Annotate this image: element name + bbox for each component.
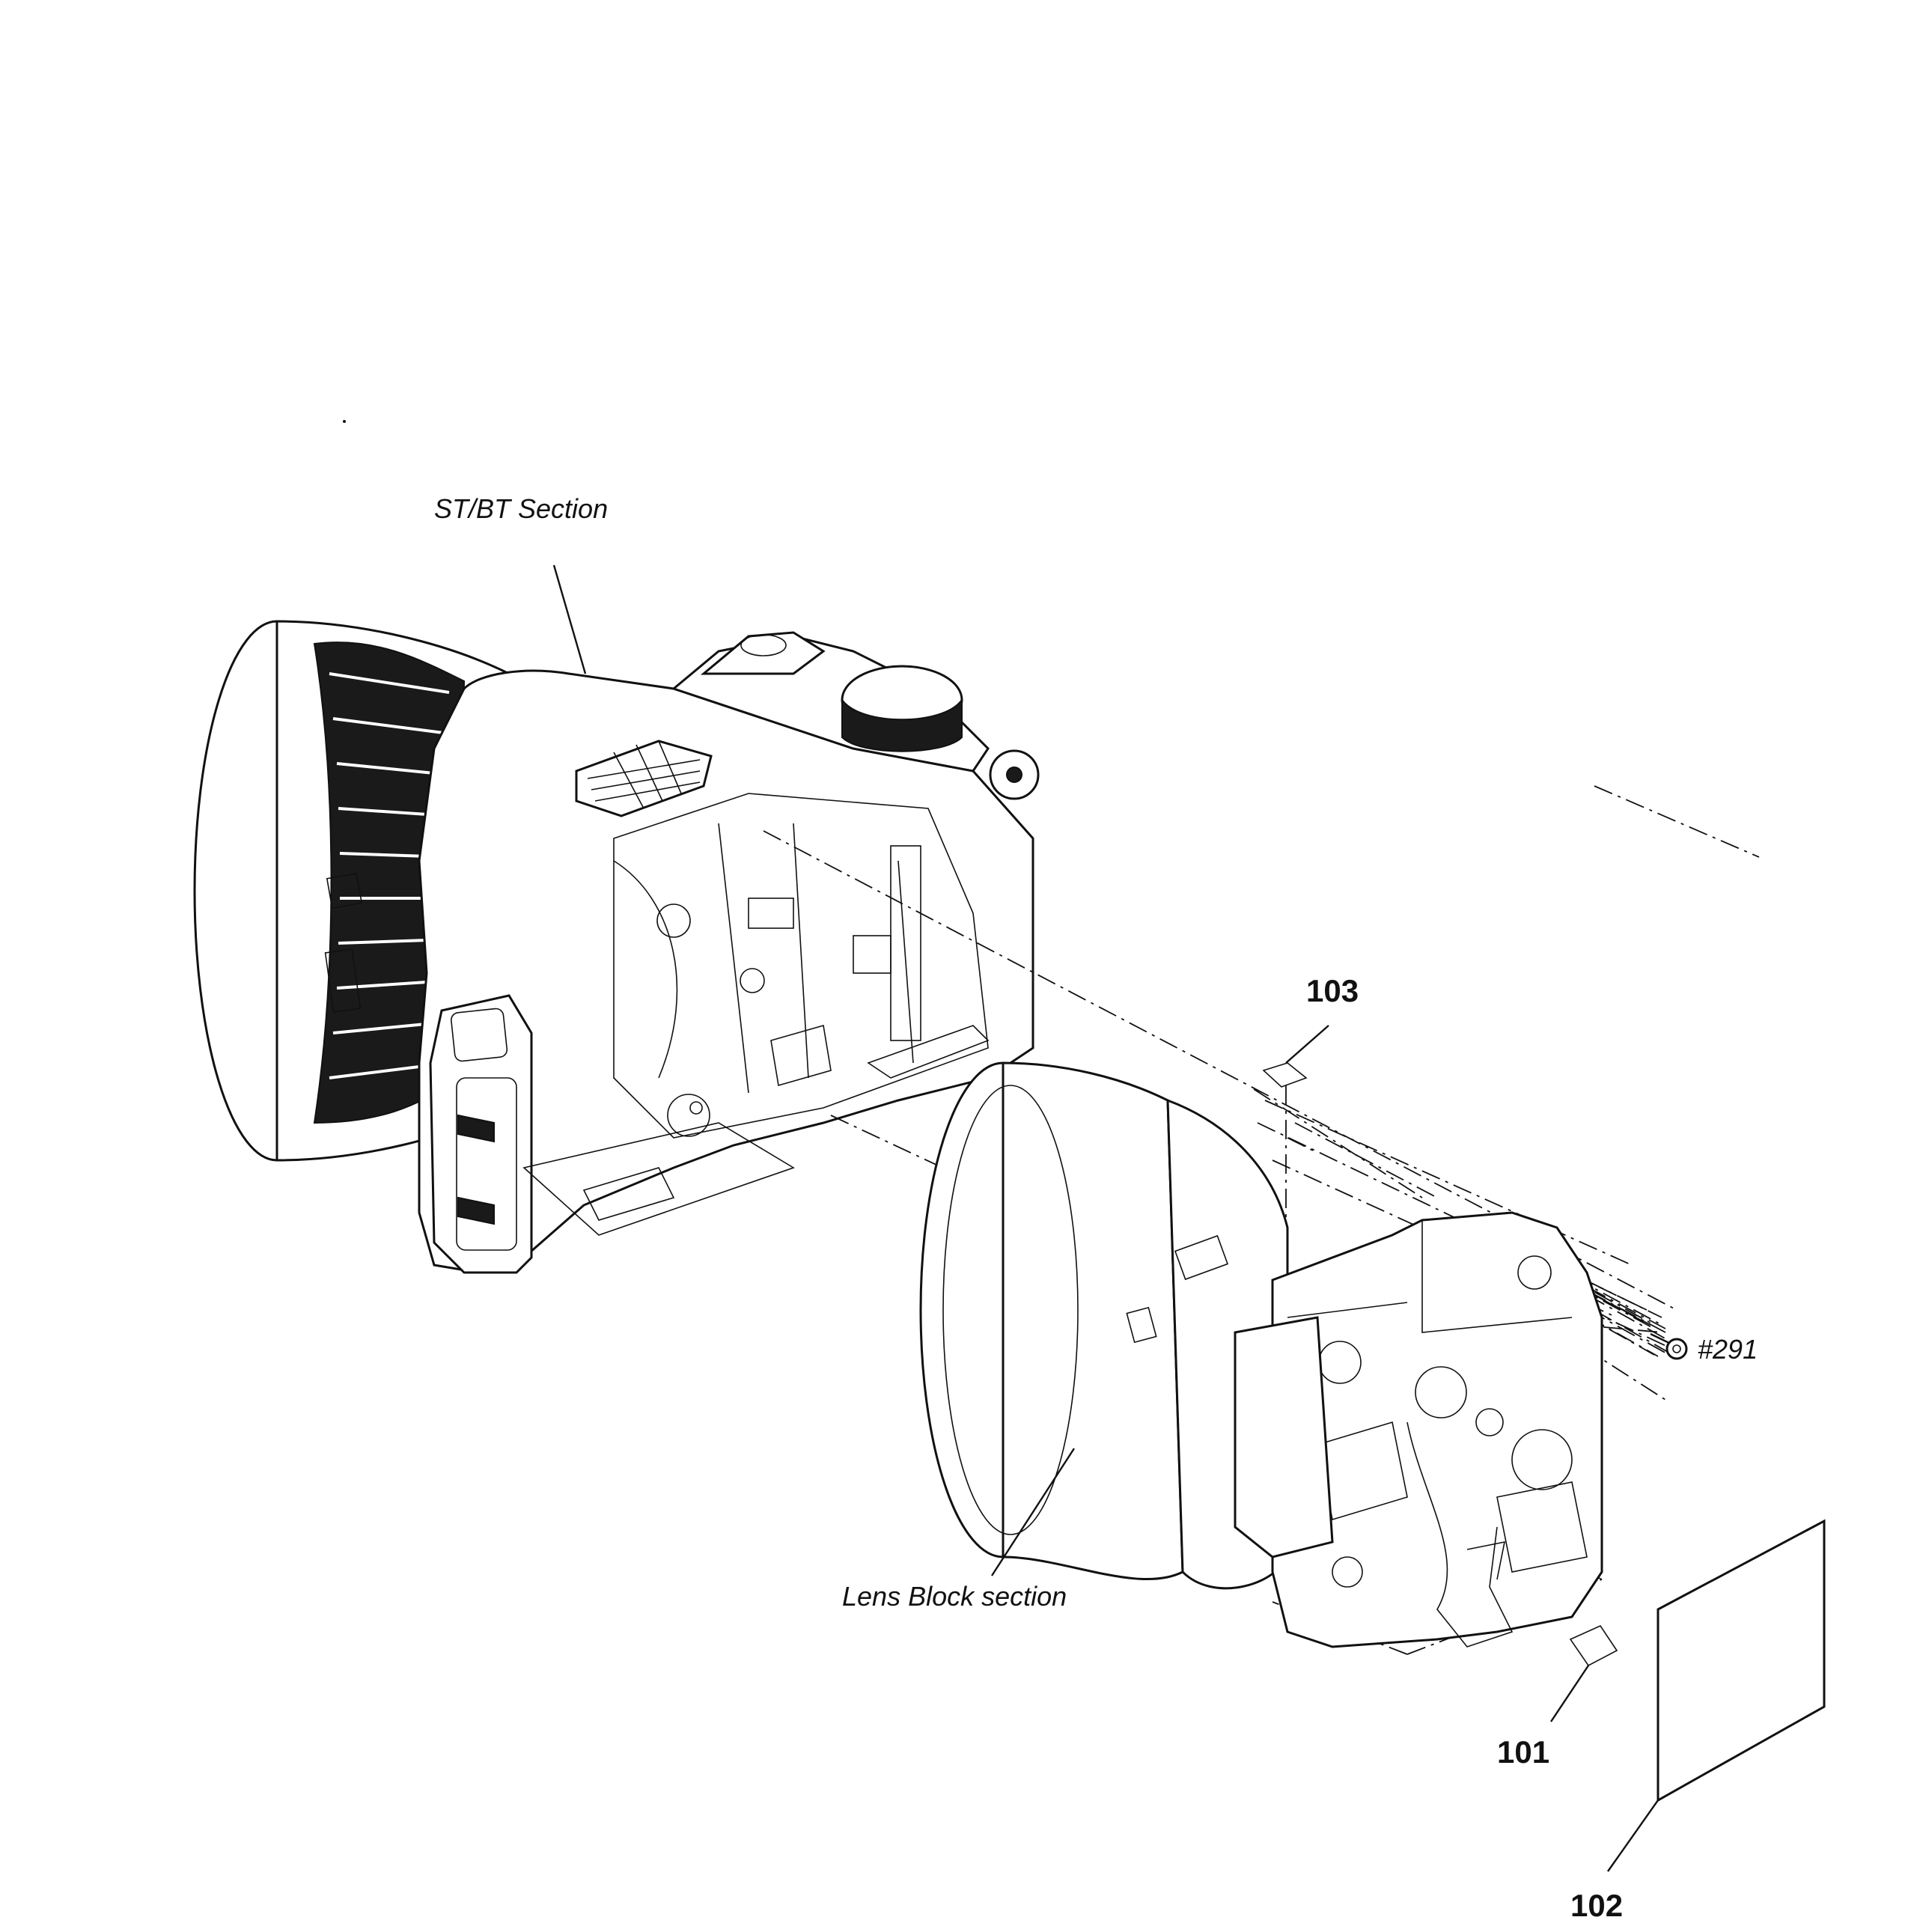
screw-ref-label: #291 <box>1698 1334 1758 1365</box>
stray-dot <box>343 420 346 423</box>
part-number-102: 102 <box>1570 1888 1623 1923</box>
part-number-103: 103 <box>1306 973 1359 1008</box>
screw-icon <box>1650 1332 1688 1360</box>
lens-block-leader-line <box>990 1448 1076 1576</box>
camera-body-st-bt-section <box>193 620 1040 1274</box>
part-102: 102 <box>1570 1519 1826 1923</box>
part-103: 103 <box>1262 973 1359 1088</box>
part-number-101: 101 <box>1497 1734 1549 1770</box>
st-bt-leader-line <box>552 564 587 674</box>
part-101: 101 <box>1497 1624 1618 1770</box>
st-bt-section-label: ST/BT Section <box>434 493 608 524</box>
lens-block-section-label: Lens Block section <box>842 1581 1067 1612</box>
screw-291: #291 <box>1650 1332 1758 1365</box>
lens-block-assembly <box>919 1061 1603 1648</box>
